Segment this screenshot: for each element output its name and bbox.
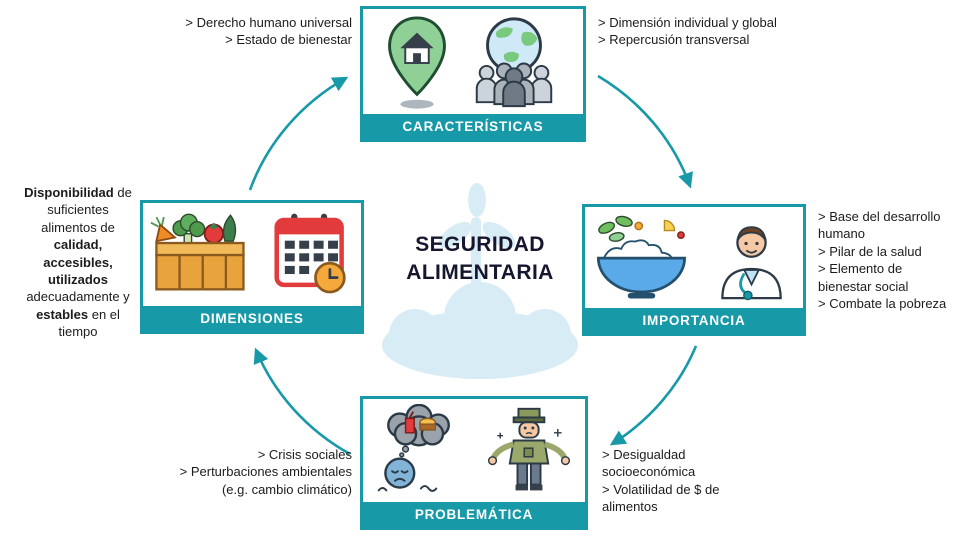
arrow-importancia-to-problematica xyxy=(609,345,698,446)
annotation-line: > Desigualdad socioeconómica xyxy=(602,447,696,480)
annotation-segment: adecuadamente y xyxy=(26,289,130,305)
globe-crowd-icon xyxy=(475,16,553,107)
sad-person-thought-cloud-icon xyxy=(377,403,450,492)
node-problematica-label: PROBLEMÁTICA xyxy=(363,502,585,527)
annotation-line: > Volatilidad de $ de alimentos xyxy=(602,481,720,515)
annotation-line: > Combate la pobreza xyxy=(818,296,947,312)
page-title-line2: ALIMENTARIA xyxy=(406,261,554,285)
location-pin-house-icon xyxy=(388,15,446,109)
annotation-caracteristicas-right: > Dimensión individual y global > Reperc… xyxy=(598,14,793,49)
node-problematica: PROBLEMÁTICA xyxy=(360,396,588,530)
annotation-segment: estables xyxy=(36,306,89,322)
sprout-illustration xyxy=(382,183,578,379)
node-caracteristicas: CARACTERÍSTICAS xyxy=(360,6,586,142)
node-dimensiones-icons xyxy=(143,203,361,306)
arrow-dimensiones-to-caracteristicas xyxy=(248,76,349,191)
annotation-line: > Elemento de bienestar social xyxy=(818,261,909,294)
arrow-problematica-to-dimensiones xyxy=(253,347,351,456)
node-dimensiones: DIMENSIONES xyxy=(140,200,364,334)
page-title: SEGURIDAD ALIMENTARIA xyxy=(368,231,592,288)
annotation-line: > Estado de bienestar xyxy=(225,32,352,48)
annotation-segment: utilizados xyxy=(48,272,108,288)
salad-bowl-icon xyxy=(596,215,686,298)
annotation-line: > Base del desarrollo humano xyxy=(818,209,941,242)
arrow-caracteristicas-to-importancia xyxy=(597,74,693,189)
annotation-segment: accesibles, xyxy=(43,254,113,270)
node-dimensiones-label: DIMENSIONES xyxy=(143,306,361,331)
doctor-icon xyxy=(721,225,782,300)
annotation-segment: de suficientes alimentos de xyxy=(41,185,132,235)
annotation-line: > Perturbaciones ambientales (e.g. cambi… xyxy=(179,464,352,497)
node-problematica-icons xyxy=(363,399,585,502)
annotation-caracteristicas-left: > Derecho humano universal > Estado de b… xyxy=(182,14,352,49)
annotation-problematica-left: > Crisis sociales > Perturbaciones ambie… xyxy=(158,446,352,498)
annotation-dimensiones-left: Disponibilidad de suficientes alimentos … xyxy=(18,184,138,341)
annotation-line: > Pilar de la salud xyxy=(818,243,922,259)
page-title-line1: SEGURIDAD xyxy=(415,233,545,256)
calendar-clock-icon xyxy=(274,213,346,293)
annotation-problematica-right: > Desigualdad socioeconómica > Volatilid… xyxy=(602,446,770,516)
annotation-segment: calidad, xyxy=(53,237,103,253)
vegetable-crate-icon xyxy=(150,213,245,290)
node-importancia-label: IMPORTANCIA xyxy=(585,308,803,333)
annotation-importancia-right: > Base del desarrollo humano > Pilar de … xyxy=(818,208,950,312)
node-importancia-icons xyxy=(585,207,803,308)
annotation-segment: Disponibilidad xyxy=(24,185,114,200)
node-importancia: IMPORTANCIA xyxy=(582,204,806,336)
impoverished-person-icon xyxy=(487,407,571,490)
node-caracteristicas-label: CARACTERÍSTICAS xyxy=(363,114,583,139)
annotation-segment: en el tiempo xyxy=(58,306,120,340)
annotation-line: > Repercusión transversal xyxy=(598,32,750,48)
annotation-line: > Dimensión individual y global xyxy=(598,15,777,30)
annotation-line: > Derecho humano universal xyxy=(185,15,352,30)
annotation-line: > Crisis sociales xyxy=(257,447,352,462)
node-caracteristicas-icons xyxy=(363,9,583,114)
